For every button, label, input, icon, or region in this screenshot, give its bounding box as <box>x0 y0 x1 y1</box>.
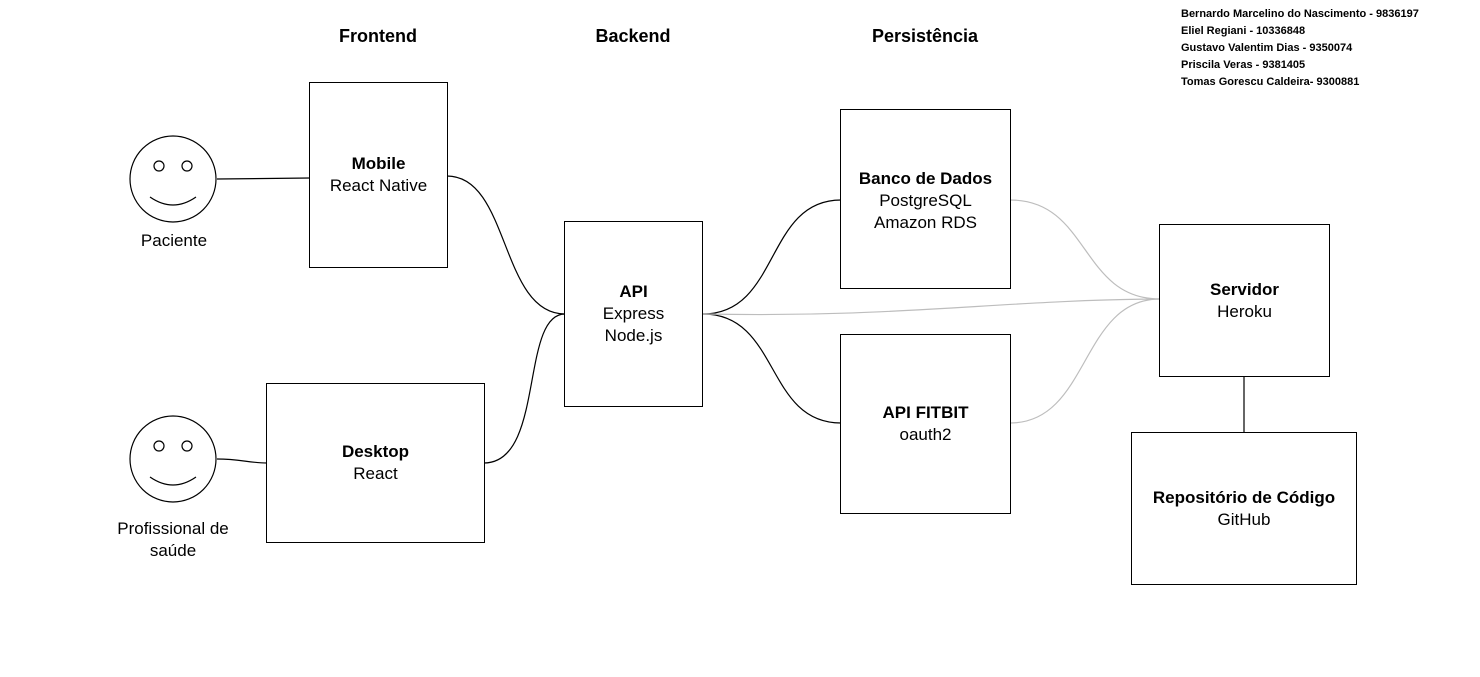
box-line: oauth2 <box>899 425 952 444</box>
box-title: Desktop <box>341 442 410 461</box>
connector-desktop-api <box>483 313 566 464</box>
box-api-fitbit: API FITBIT oauth2 <box>840 334 1011 514</box>
box-line: Amazon RDS <box>874 213 977 232</box>
author-line: Tomas Gorescu Caldeira- 9300881 <box>1181 76 1360 88</box>
smiley-face-icon <box>129 135 217 223</box>
box-line: Express <box>602 304 665 323</box>
column-heading-persistence: Persistência <box>871 26 979 46</box>
box-title: Banco de Dados <box>858 169 993 188</box>
box-desktop: Desktop React <box>266 383 485 543</box>
author-line: Priscila Veras - 9381405 <box>1181 59 1306 71</box>
box-line: Heroku <box>1217 301 1272 321</box>
author-line: Bernardo Marcelino do Nascimento - 98361… <box>1181 8 1419 20</box>
column-heading-frontend: Frontend <box>339 26 417 46</box>
connector-paciente-mobile <box>216 177 311 180</box>
box-title: Repositório de Código <box>1152 487 1336 507</box>
box-repository: Repositório de Código GitHub <box>1131 432 1357 585</box>
smiley-face-icon <box>129 415 217 503</box>
actor-label-profissional: Profissional de saúde <box>117 519 229 560</box>
authors-list: Bernardo Marcelino do Nascimento - 98361… <box>1181 6 1419 91</box>
actor-label-paciente: Paciente <box>140 231 208 250</box>
box-server: Servidor Heroku <box>1159 224 1330 377</box>
box-title: API FITBIT <box>882 403 969 422</box>
column-heading-backend: Backend <box>595 26 671 46</box>
connector-api-fitbit <box>702 313 842 424</box>
box-title: API <box>619 282 648 301</box>
connector-fitbit-server <box>1009 298 1161 424</box>
box-database: Banco de Dados PostgreSQL Amazon RDS <box>840 109 1011 289</box>
connector-db-server <box>1009 199 1161 300</box>
box-title: Mobile <box>351 154 406 173</box>
connector-profissional-desktop <box>216 458 268 464</box>
box-line: Node.js <box>604 326 663 345</box>
connector-mobile-api <box>446 175 566 315</box>
author-line: Eliel Regiani - 10336848 <box>1181 25 1306 37</box>
author-line: Gustavo Valentim Dias - 9350074 <box>1181 42 1353 54</box>
box-line: React <box>353 464 398 483</box>
box-line: GitHub <box>1217 509 1271 529</box>
box-mobile: Mobile React Native <box>309 82 448 268</box>
box-title: Servidor <box>1210 279 1279 299</box>
connector-api-server <box>702 298 1161 316</box>
connector-api-db <box>702 199 842 315</box>
box-line: React Native <box>329 176 428 195</box>
box-api: API Express Node.js <box>564 221 703 407</box>
box-line: PostgreSQL <box>879 191 972 210</box>
